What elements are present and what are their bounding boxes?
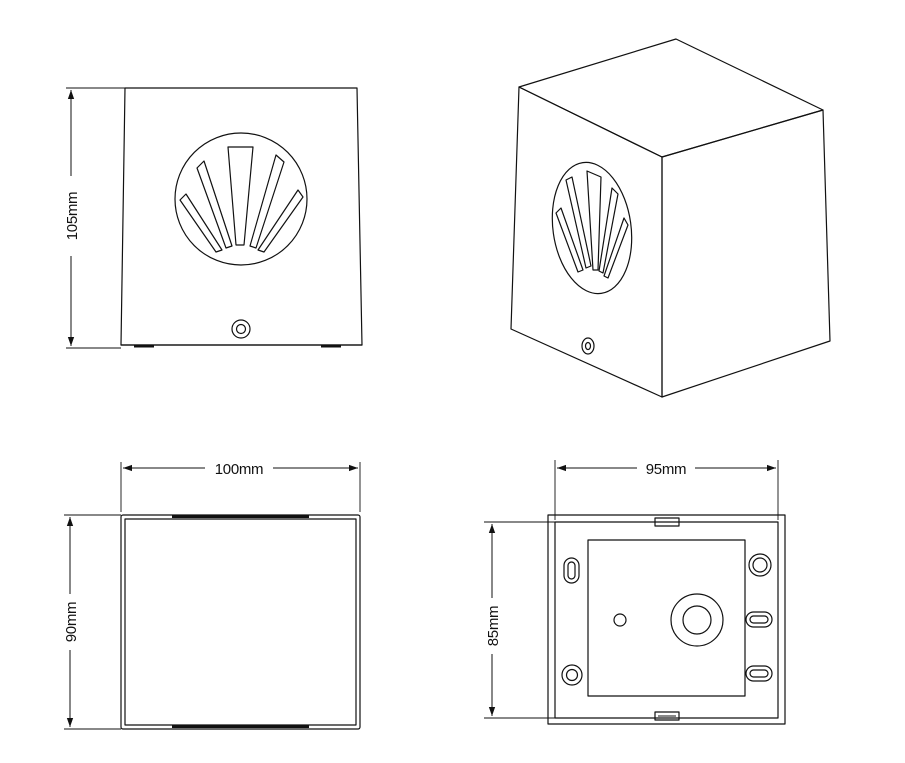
top-view-outer-outline bbox=[120, 514, 361, 730]
dimension-label-top-depth: 90mm bbox=[63, 602, 80, 642]
top-view-edge-top bbox=[172, 515, 309, 518]
dimension-top-depth: 90mm bbox=[60, 514, 121, 730]
iso-sensor-screw-icon bbox=[581, 337, 595, 355]
dimension-label-back-width: 95mm bbox=[646, 461, 686, 478]
small-hole bbox=[613, 613, 627, 627]
isometric-view bbox=[510, 38, 831, 398]
slot-right-bottom bbox=[745, 665, 773, 682]
screw-hole-left-bottom bbox=[561, 664, 583, 686]
slot-right-middle bbox=[745, 611, 773, 628]
cable-entry bbox=[670, 593, 724, 647]
screw-hole-right-top bbox=[748, 553, 772, 577]
top-view: 100mm 90mm bbox=[60, 458, 361, 730]
dimension-label-front-height: 105mm bbox=[64, 192, 81, 241]
front-view-foot-left bbox=[134, 345, 154, 348]
iso-front-face bbox=[510, 86, 663, 398]
top-view-edge-bottom bbox=[172, 725, 309, 728]
dimension-label-top-width: 100mm bbox=[215, 461, 264, 478]
front-view-body-outline bbox=[120, 87, 363, 346]
dimension-back-width: 95mm bbox=[554, 458, 779, 520]
back-view: 95mm 85mm bbox=[482, 458, 786, 725]
clip-tab-bottom bbox=[654, 711, 680, 721]
slot-left-top bbox=[563, 557, 580, 584]
dimension-front-height: 105mm bbox=[61, 87, 125, 349]
front-view: 105mm bbox=[61, 87, 363, 349]
front-view-foot-right bbox=[321, 345, 341, 348]
iso-fan-shell-louver-icon bbox=[551, 161, 633, 295]
mounting-plate bbox=[587, 539, 746, 697]
dimension-back-height: 85mm bbox=[482, 521, 555, 719]
sensor-screw-icon bbox=[231, 319, 251, 339]
iso-right-face bbox=[661, 109, 831, 398]
fan-shell-louver-icon bbox=[174, 132, 308, 266]
iso-top-face bbox=[518, 38, 824, 158]
dimension-top-width: 100mm bbox=[120, 458, 361, 512]
clip-tab-top bbox=[654, 517, 680, 527]
top-view-inner-outline bbox=[124, 518, 357, 726]
back-view-outer-outline bbox=[547, 514, 786, 725]
dimension-label-back-height: 85mm bbox=[485, 606, 502, 646]
